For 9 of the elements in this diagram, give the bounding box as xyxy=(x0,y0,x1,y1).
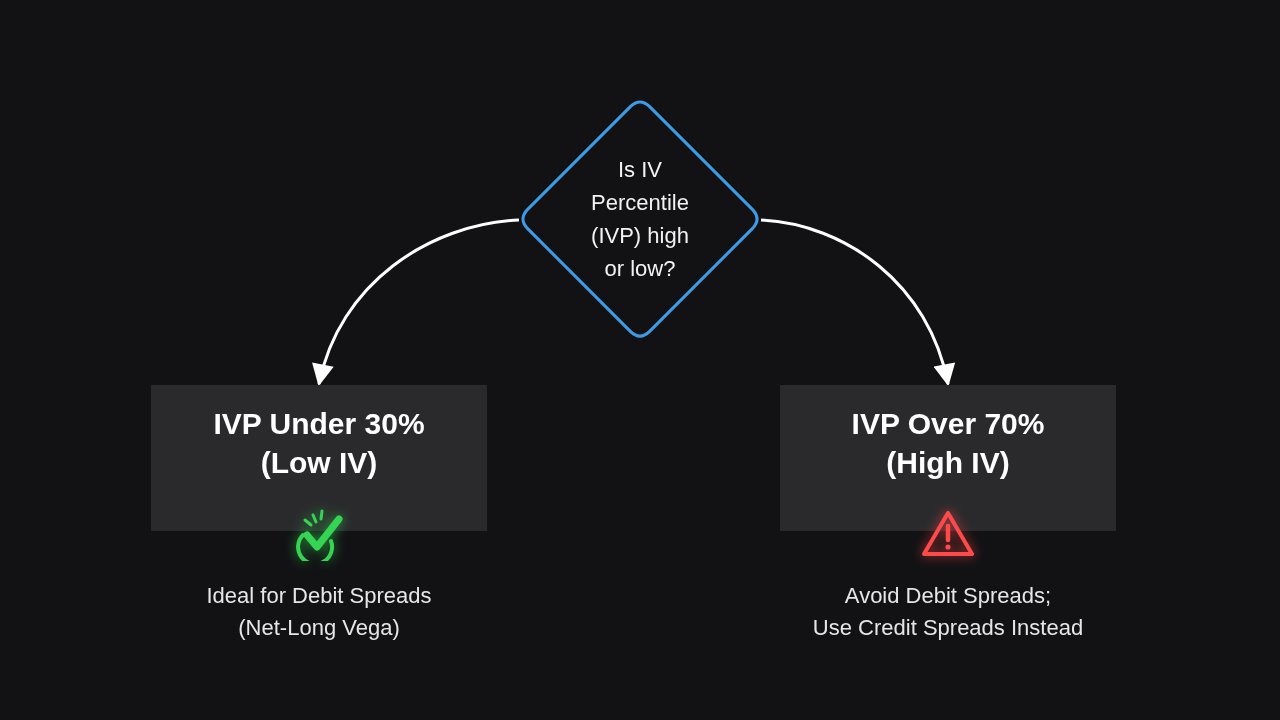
box-heading: IVP Under 30% (Low IV) xyxy=(212,406,426,481)
note-text: Avoid Debit Spreads; Use Credit Spreads Instead xyxy=(811,582,1085,642)
box-heading: IVP Over 70% (High IV) xyxy=(850,406,1046,481)
arrow xyxy=(313,218,520,387)
note-text: Ideal for Debit Spreads (Net-Long Vega) xyxy=(205,582,433,642)
arrow xyxy=(760,218,954,387)
result-box xyxy=(780,385,1116,531)
question-text: Is IV Percentile (IVP) high or low? xyxy=(590,156,690,283)
result-box xyxy=(151,385,487,531)
